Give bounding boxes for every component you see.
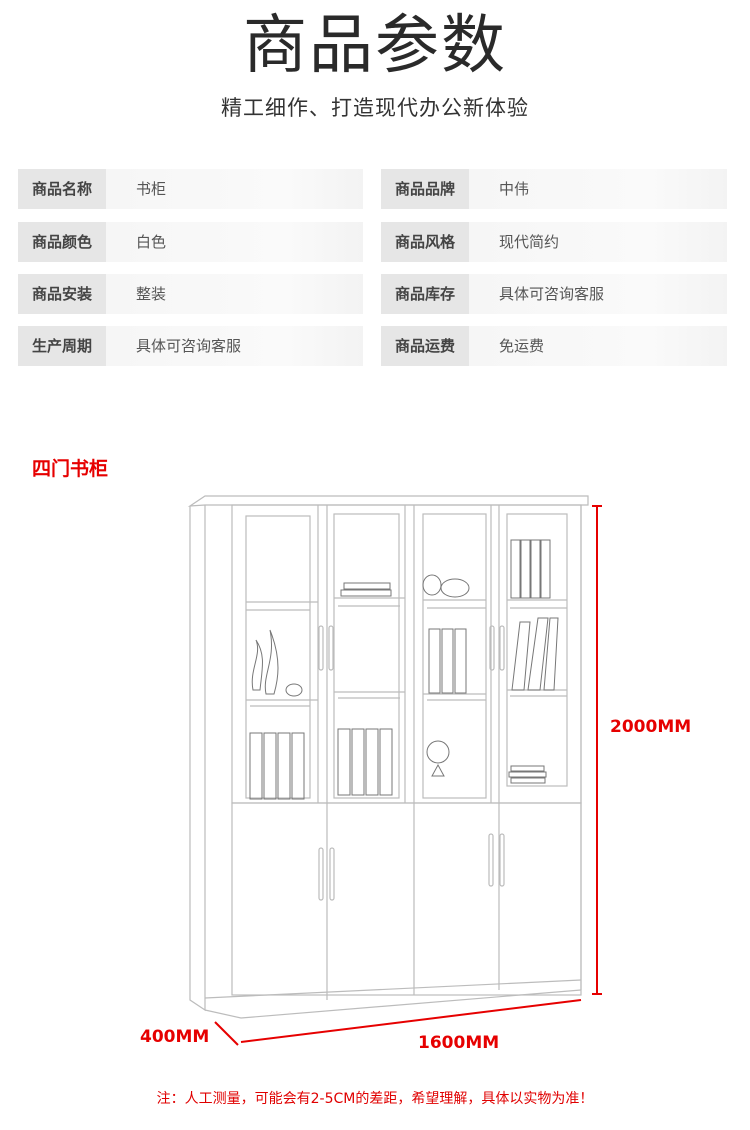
spec-row-color: 商品颜色 白色 bbox=[18, 222, 363, 262]
height-dimension: 2000MM bbox=[610, 717, 692, 737]
spec-key: 商品运费 bbox=[381, 326, 469, 366]
depth-dimension: 400MM bbox=[140, 1027, 210, 1047]
measurement-note: 注：人工测量，可能会有2-5CM的差距，希望理解，具体以实物为准！ bbox=[156, 1091, 594, 1107]
spec-row-install: 商品安装 整装 bbox=[18, 274, 363, 314]
spec-key: 商品安装 bbox=[18, 274, 106, 314]
spec-row-name: 商品名称 书柜 bbox=[18, 169, 363, 209]
page-title: 商品参数 bbox=[243, 9, 507, 83]
spec-row-stock: 商品库存 具体可咨询客服 bbox=[381, 274, 727, 314]
spec-value: 中伟 bbox=[469, 169, 727, 209]
spec-key: 商品名称 bbox=[18, 169, 106, 209]
page-subtitle: 精工细作、打造现代办公新体验 bbox=[221, 96, 529, 120]
spec-key: 商品颜色 bbox=[18, 222, 106, 262]
spec-row-style: 商品风格 现代简约 bbox=[381, 222, 727, 262]
spec-value: 书柜 bbox=[106, 169, 363, 209]
spec-row-shipping: 商品运费 免运费 bbox=[381, 326, 727, 366]
spec-value: 免运费 bbox=[469, 326, 727, 366]
section-title: 四门书柜 bbox=[32, 458, 109, 480]
spec-key: 商品风格 bbox=[381, 222, 469, 262]
spec-value: 具体可咨询客服 bbox=[106, 326, 363, 366]
spec-key: 商品品牌 bbox=[381, 169, 469, 209]
spec-value: 现代简约 bbox=[469, 222, 727, 262]
spec-key: 生产周期 bbox=[18, 326, 106, 366]
spec-row-brand: 商品品牌 中伟 bbox=[381, 169, 727, 209]
spec-key: 商品库存 bbox=[381, 274, 469, 314]
width-dimension: 1600MM bbox=[418, 1033, 500, 1053]
spec-value: 整装 bbox=[106, 274, 363, 314]
spec-value: 白色 bbox=[106, 222, 363, 262]
spec-row-cycle: 生产周期 具体可咨询客服 bbox=[18, 326, 363, 366]
spec-value: 具体可咨询客服 bbox=[469, 274, 727, 314]
